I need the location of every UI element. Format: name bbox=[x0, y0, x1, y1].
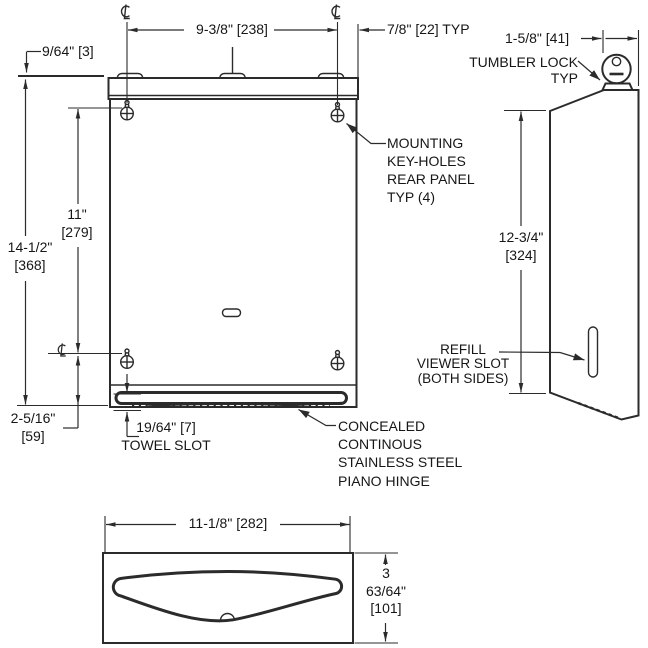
towel-slot bbox=[114, 391, 348, 405]
centerline-symbol bbox=[120, 4, 130, 20]
front-dimensions bbox=[17, 4, 386, 438]
dim-label-bottom-depth: 3 63/64" [101] bbox=[365, 565, 406, 616]
side-dimensions bbox=[498, 30, 640, 395]
note-refill-slot: REFILL VIEWER SLOT (BOTH SIDES) bbox=[416, 342, 510, 386]
keyhole-icon bbox=[330, 101, 345, 123]
dim-label-bottom-width: 11-1/8" [282] bbox=[188, 515, 268, 531]
tumbler-lock-icon bbox=[600, 53, 635, 91]
towel-slot-opening bbox=[111, 569, 344, 623]
dim-label-keyhole-span: 9-3/8" [238] bbox=[196, 21, 268, 37]
side-hinge-serration bbox=[577, 401, 621, 420]
dim-label-keyhole-vspan: 11" [279] bbox=[61, 206, 93, 240]
centerline-symbol bbox=[57, 343, 66, 357]
tumbler-lock-leader bbox=[577, 60, 601, 81]
cabinet-body bbox=[109, 98, 358, 408]
dim-label-bottom-offset: 2-5/16" [59] bbox=[10, 410, 56, 445]
note-piano-hinge: CONCEALED CONTINOUS STAINLESS STEEL PIAN… bbox=[338, 418, 463, 489]
centerline-symbol bbox=[331, 4, 341, 20]
bottom-dimensions bbox=[104, 516, 398, 644]
hanger-tabs bbox=[116, 47, 345, 79]
note-mounting-keyholes: MOUNTING KEY-HOLES REAR PANEL TYP (4) bbox=[387, 135, 475, 205]
keyhole-icon bbox=[119, 99, 135, 121]
refill-viewer-slot bbox=[587, 326, 599, 378]
dim-label-lock-inset: 1-5/8" [41] bbox=[505, 30, 570, 46]
dim-label-towel-slot: 19/64" [7] TOWEL SLOT bbox=[121, 419, 211, 454]
side-outline bbox=[549, 89, 640, 421]
keyhole-icon bbox=[119, 348, 135, 370]
front-slot bbox=[221, 308, 242, 318]
piano-hinge-leader bbox=[298, 408, 336, 427]
dim-label-height-total: 14-1/2" [368] bbox=[7, 239, 53, 274]
dim-label-side-height: 12-3/4" [324] bbox=[498, 229, 544, 263]
mounting-keyholes-leader bbox=[346, 123, 386, 145]
bottom-view bbox=[102, 552, 354, 644]
keyhole-icon bbox=[330, 349, 345, 371]
refill-slot-leader bbox=[498, 351, 585, 361]
front-view bbox=[18, 22, 359, 408]
dim-label-keyhole-edge: 7/8" [22] TYP bbox=[387, 21, 470, 37]
note-tumbler-lock: TUMBLER LOCK TYP bbox=[469, 54, 578, 86]
thumb-notch bbox=[219, 612, 236, 621]
dim-label-flange-offset: 9/64" [3] bbox=[42, 43, 94, 59]
side-view bbox=[549, 53, 640, 421]
bottom-outline bbox=[102, 552, 354, 644]
hinge-edge bbox=[147, 401, 343, 408]
